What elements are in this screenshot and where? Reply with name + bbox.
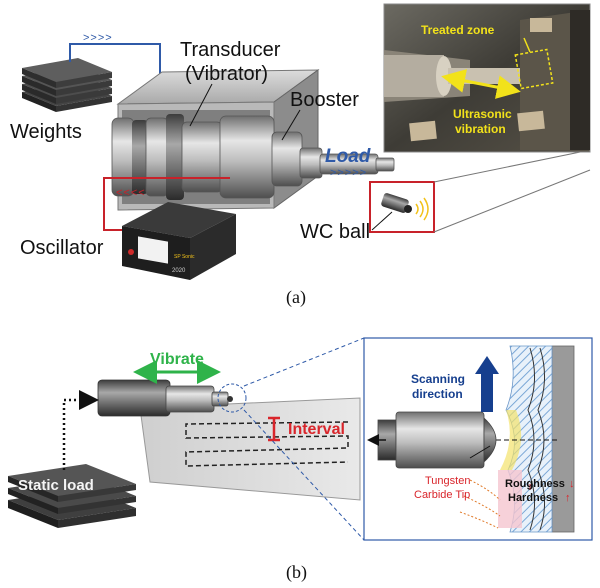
tip-label-line2: Carbide Tip	[414, 489, 470, 501]
ultrasonic-label-line2: vibration	[455, 122, 506, 136]
static-load-stack	[8, 464, 136, 528]
oscillator-label: Oscillator	[20, 237, 104, 259]
detail-zoom-line-bottom	[243, 409, 365, 541]
static-load-path	[62, 390, 99, 470]
oscillator-brand-text: SP Sonic	[174, 254, 195, 260]
static-load-label: Static load	[18, 477, 94, 494]
scanning-path	[185, 421, 349, 467]
weights-stack	[22, 58, 112, 112]
treated-zone-label: Treated zone	[421, 23, 495, 37]
booster	[271, 131, 395, 187]
transducer-leader-line	[189, 83, 213, 127]
weights-direction-arrows: >>>>	[83, 32, 113, 44]
contact-detail-inset	[363, 337, 593, 541]
zoom-line-bottom	[433, 169, 591, 233]
load-label: Load	[325, 146, 371, 167]
tip-label-line1: Tungsten	[425, 475, 470, 487]
interval-label: Interval	[288, 421, 345, 438]
caption-b: (b)	[286, 562, 307, 583]
interval-marker	[268, 416, 280, 442]
panel-b: Vibrate Interval Static load	[8, 337, 593, 583]
ultrasonic-label-line1: Ultrasonic	[453, 107, 512, 121]
weights-label: Weights	[10, 121, 82, 143]
oscillator-model-text: 2020	[172, 268, 186, 274]
booster-label: Booster	[290, 89, 359, 111]
wc-ball-tip	[381, 193, 429, 221]
wc-ball-label: WC ball	[300, 221, 370, 243]
weights-connector-line	[69, 43, 161, 80]
hardness-label: Hardness	[508, 492, 558, 504]
booster-leader-line	[281, 109, 301, 141]
tip-highlight-box	[369, 181, 435, 233]
detail-zoom-line-top	[243, 337, 365, 387]
scanning-label-line1: Scanning	[411, 372, 465, 386]
scanning-label-line2: direction	[412, 387, 463, 401]
panel-a: Weights >>>>	[10, 3, 591, 308]
tip-zoom-circle	[217, 383, 247, 413]
transducer-stack	[111, 114, 275, 200]
transducer-label-line1: Transducer	[180, 39, 281, 61]
roughness-label: Roughness	[505, 478, 565, 490]
treated-zone-photo-inset	[383, 3, 591, 153]
wc-ball-leader-line	[371, 211, 393, 231]
vibrate-label: Vibrate	[150, 351, 204, 368]
caption-a: (a)	[286, 287, 306, 308]
peening-tool	[97, 379, 233, 417]
oscillator-device: SP Sonic 2020	[122, 202, 236, 280]
hardness-arrow: ↑	[565, 492, 571, 504]
roughness-arrow: ↓	[569, 478, 575, 490]
load-direction-arrows: >>>>>	[330, 167, 367, 179]
zoom-line-top	[433, 149, 591, 183]
oscillator-direction-arrows: <<<<	[116, 187, 146, 199]
transducer-label-line2: (Vibrator)	[185, 63, 268, 85]
